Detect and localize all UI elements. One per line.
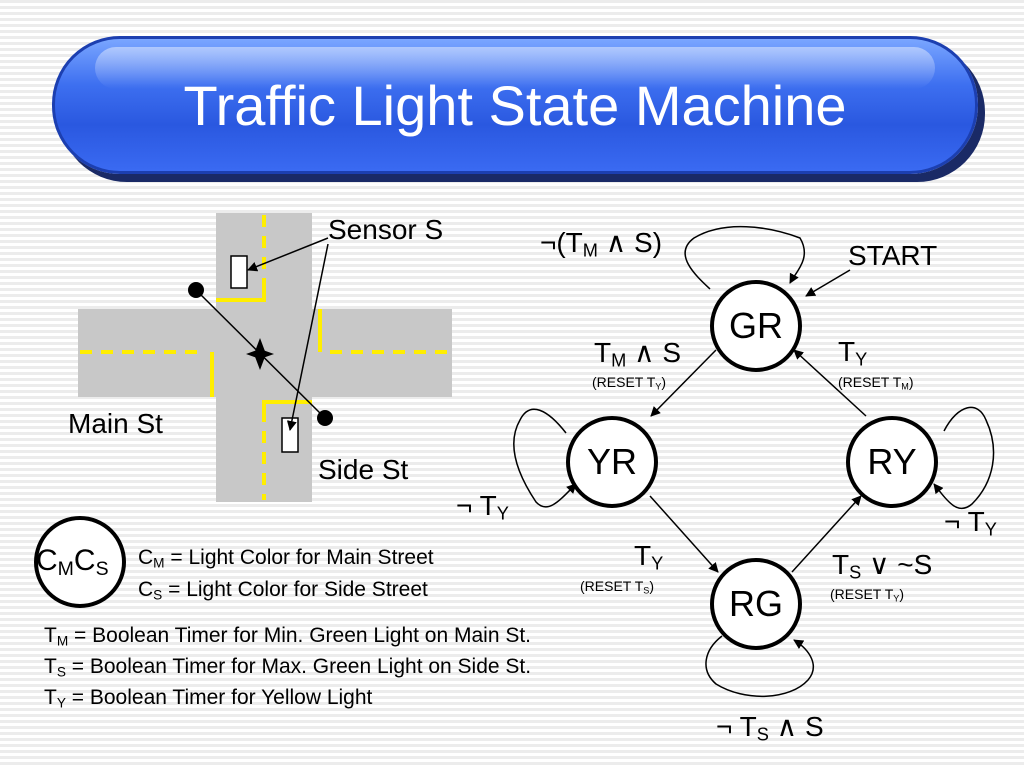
loop-gr: [684, 225, 806, 290]
state-gr: GR: [710, 280, 802, 372]
reset-yr-rg: (RESET TS): [580, 578, 655, 596]
reset-rg-ry: (RESET TY): [830, 586, 905, 604]
state-ry: RY: [846, 416, 938, 508]
label-gr-self: ¬(TM ∧ S): [540, 227, 663, 261]
label-gr-yr: TM ∧ S: [594, 337, 682, 371]
loop-ry: [933, 406, 995, 510]
state-vector-circle: [34, 516, 126, 608]
label-ry-self: ¬ TY: [944, 506, 997, 540]
main-street-label: Main St: [68, 408, 163, 439]
sensor-side: [281, 417, 299, 453]
label-rg-self: ¬ TS ∧ S: [716, 711, 824, 745]
page-title: Traffic Light State Machine: [183, 73, 847, 137]
reset-ry-gr: (RESET TM): [838, 374, 914, 392]
loop-rg: [705, 635, 814, 698]
loop-yr: [513, 408, 577, 508]
start-label: START: [848, 240, 938, 271]
state-vector-label: CMCS: [36, 544, 109, 580]
label-ry-gr: TY: [838, 336, 868, 370]
state-yr: YR: [566, 416, 658, 508]
reset-gr-yr: (RESET TY): [592, 374, 667, 392]
state-rg: RG: [710, 558, 802, 650]
state-transitions: [513, 225, 995, 698]
edge-rg-ry: [791, 495, 862, 573]
definition-ty: TY = Boolean Timer for Yellow Light: [44, 686, 373, 711]
edge-yr-rg: [649, 495, 719, 573]
definition-cm: CM = Light Color for Main Street: [138, 546, 434, 571]
start-arrow: [805, 269, 851, 297]
side-street-label: Side St: [318, 454, 409, 485]
definition-cs: CS = Light Color for Side Street: [138, 578, 428, 603]
sensor-main: [230, 255, 248, 289]
label-yr-rg: TY: [634, 540, 664, 574]
sensor-label: Sensor S: [328, 214, 444, 245]
controller-icon: [246, 338, 274, 370]
title-banner: Traffic Light State Machine: [52, 36, 978, 174]
label-yr-self: ¬ TY: [456, 490, 509, 524]
definition-tm: TM = Boolean Timer for Min. Green Light …: [44, 624, 532, 649]
intersection-map: [78, 213, 452, 502]
definition-ts: TS = Boolean Timer for Max. Green Light …: [44, 655, 532, 680]
edge-gr-yr: [650, 349, 717, 417]
edge-ry-gr: [793, 349, 867, 417]
label-rg-ry: TS ∨ ~S: [832, 549, 933, 583]
